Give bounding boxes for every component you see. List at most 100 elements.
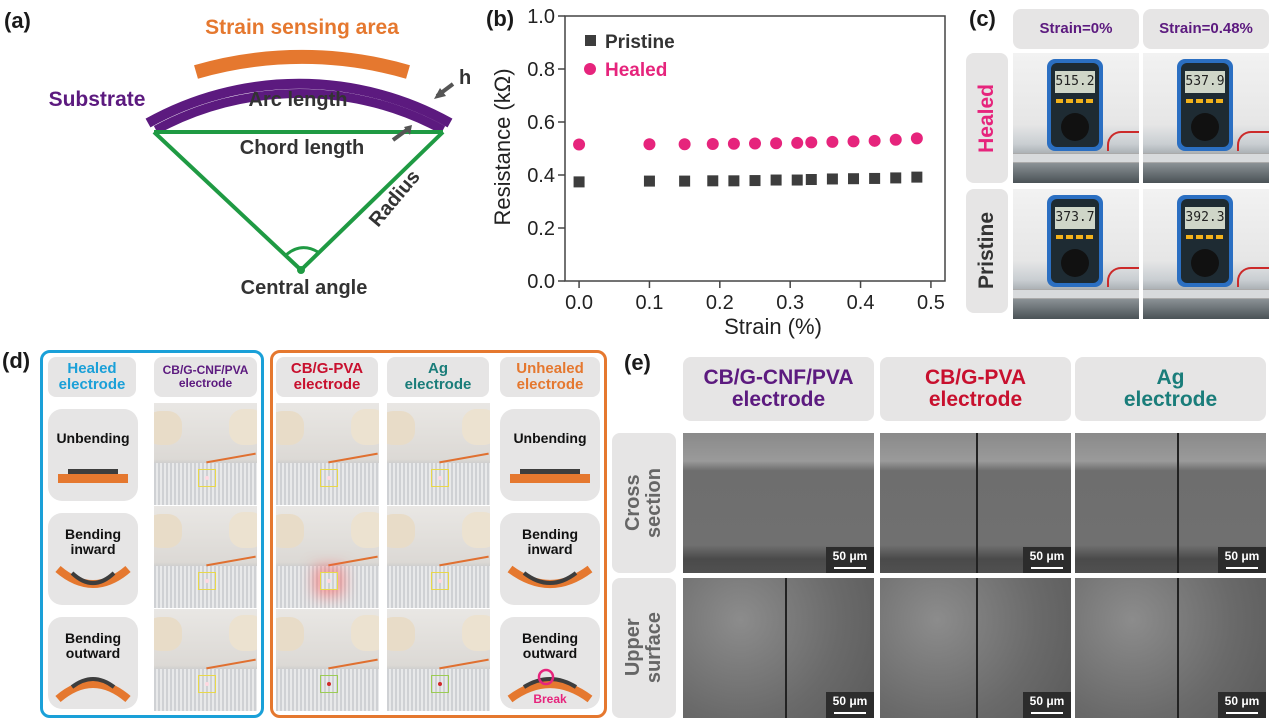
y-axis-label: Resistance (kΩ) [490,68,515,225]
break-label: Break [533,692,567,705]
orange-wire [206,658,256,670]
glove-right [351,615,379,651]
crack-line [976,578,978,718]
data-point-pristine [707,175,719,187]
meter-button [1076,235,1083,239]
center-point [297,266,305,274]
column-header-line2: electrode [404,376,472,393]
led-highlight-box [431,675,449,693]
orange-wire [328,658,378,670]
data-point-healed [727,137,740,150]
orange-wire [328,555,378,567]
col-header-text: Strain=0.48% [1159,20,1253,38]
sem-header-line1: Ag [1156,365,1185,389]
x-tick-label: 0.4 [847,292,875,314]
multimeter-body: 537.9 [1177,59,1233,151]
electrode-schematic [55,677,131,703]
electrode-schematic: Break [507,668,593,705]
column-header-line1: CB/G-CNF/PVA [162,363,249,378]
glove-left [276,514,304,548]
meter-button [1196,235,1203,239]
glove-left [154,411,182,445]
led-dot [205,682,209,686]
column-header-line2: electrode [293,376,361,393]
bending-geometry-diagram: Strain sensing area Substrate Arc length… [49,16,472,299]
legend-marker-healed [584,63,596,75]
electrode-schematic [507,565,593,588]
red-wire [1107,131,1139,151]
glove-right [462,512,490,548]
ruler [1013,153,1139,163]
state-line1: Unbending [56,430,130,446]
data-point-pristine [770,174,782,186]
multimeter-body: 392.3 [1177,195,1233,287]
column-header-line1: Healed [67,360,117,378]
central-angle-arc [285,246,319,257]
breadboard [276,566,379,608]
state-line1: Bending [65,526,121,542]
ruler [1143,153,1269,163]
scale-bar: 50 μm [1218,692,1266,718]
data-point-healed [868,134,881,147]
data-point-healed [770,137,783,150]
led-dot [438,682,442,686]
led-highlight-box [198,572,216,590]
sem-upper-surface-image: 50 μm [1075,578,1266,718]
legend-marker-pristine [585,35,596,46]
column-header-line2: electrode [178,376,233,390]
breadboard [276,669,379,711]
multimeter-display: 515.2 [1055,71,1095,93]
state-line1: Bending [65,630,121,646]
sem-upper-surface-image: 50 μm [683,578,874,718]
crack-line [1177,433,1179,573]
meter-button [1206,235,1213,239]
meter-dial [1191,249,1219,277]
radius-right [299,130,445,272]
glove-left [276,617,304,651]
panel-e-label: (e) [624,350,651,375]
state-line2: outward [65,644,121,661]
ruler [1013,289,1139,299]
data-point-healed [706,137,719,150]
y-tick-label: 0.2 [527,218,555,240]
row-header-text: Pristine [975,212,998,290]
sem-cross-section-image: 50 μm [683,433,874,573]
h-arrowhead-bottom [404,125,412,135]
substrate-label: Substrate [49,88,146,111]
sem-cross-section-image: 50 μm [1075,433,1266,573]
state-line2: outward [522,644,578,661]
glove-left [154,617,182,651]
strain-sensing-area-label: Strain sensing area [205,16,399,39]
led-test-photo [387,403,490,505]
meter-button [1216,99,1223,103]
data-point-healed [749,137,761,150]
col-header-strain-0: Strain=0% [1013,9,1139,49]
data-point-healed [826,135,839,148]
electrode-layer [68,469,118,474]
led-dot [327,476,331,480]
radius-left [152,130,303,272]
led-test-photo [276,609,379,711]
meter-button [1076,99,1083,103]
led-test-photo [154,403,257,505]
orange-wire [439,555,489,567]
glove-left [387,514,415,548]
col-header-strain-048: Strain=0.48% [1143,9,1269,49]
breadboard [387,566,490,608]
led-dot [327,579,331,583]
led-test-photo [387,506,490,608]
legend-label-healed: Healed [605,60,667,81]
electrode-layer [522,677,578,689]
glove-left [154,514,182,548]
meter-button [1086,99,1093,103]
data-point-pristine [848,173,860,185]
data-point-pristine [791,174,803,186]
